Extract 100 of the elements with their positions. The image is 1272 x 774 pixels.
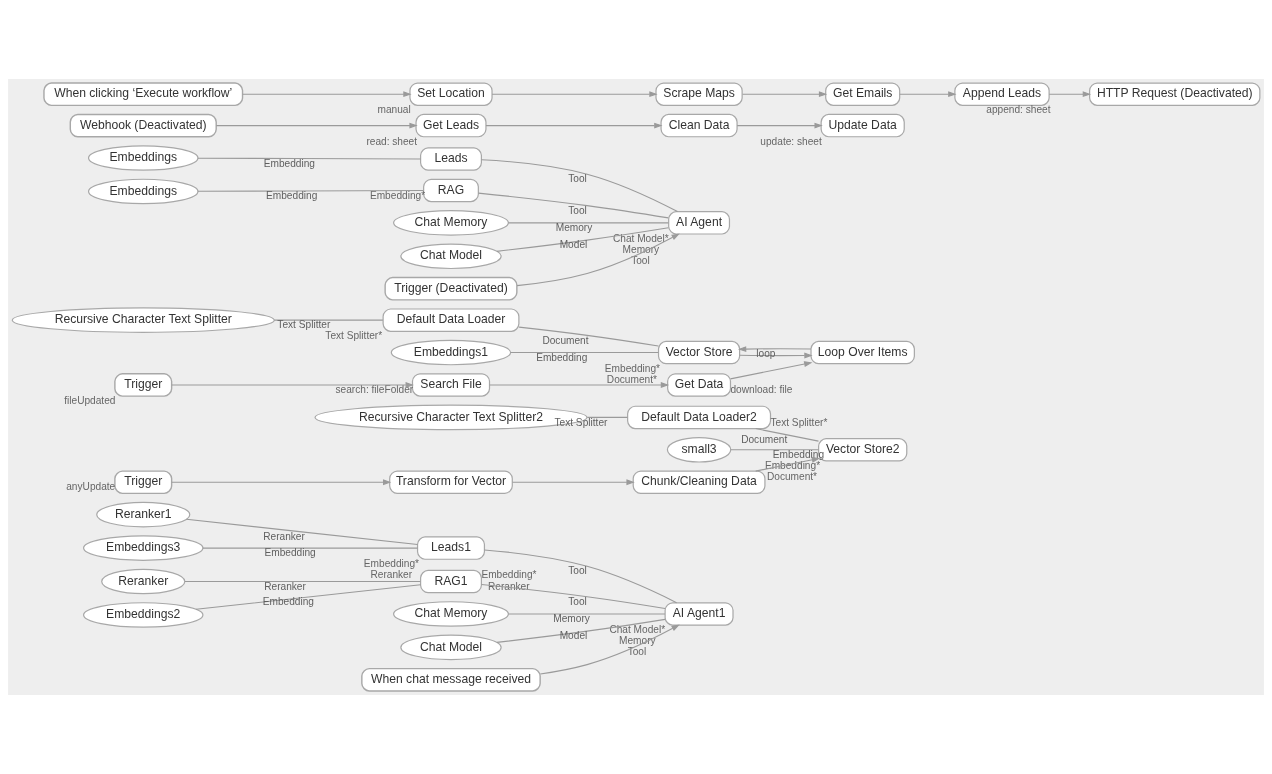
edge-label: Text Splitter [277, 319, 331, 331]
node-box: Set Location [409, 82, 493, 106]
node-box: Vector Store [657, 340, 741, 365]
connector [507, 222, 669, 224]
node-box: When chat message received [361, 667, 541, 692]
connector [586, 416, 629, 418]
node-ellipse: Chat Model [400, 634, 502, 661]
node-label: Text Splitter* [325, 330, 383, 342]
arrow [489, 382, 670, 388]
node-label: Reranker [487, 580, 530, 592]
connector [195, 584, 422, 610]
connector [755, 428, 820, 442]
node-box: Chunk/Cleaning Data [632, 470, 766, 494]
edge-label: Reranker [263, 531, 305, 543]
connector [510, 352, 659, 354]
connector [496, 227, 669, 252]
node-label: download: file [730, 384, 793, 396]
edge-label: Document [542, 334, 589, 346]
edge-label: Embedding [266, 190, 318, 201]
node-label: Text Splitter* [770, 416, 828, 428]
edge-label: Embedding [772, 448, 825, 460]
edge-label: Embedding [536, 351, 588, 363]
edge-label: Model [559, 630, 588, 642]
edge-label: Memory [553, 613, 590, 625]
node-box: Get Emails [825, 82, 901, 106]
arrow [171, 479, 392, 486]
connector [197, 157, 422, 160]
node-box: Leads1 [416, 536, 486, 560]
node-box: Webhook (Deactivated) [69, 113, 217, 138]
node-label: Embedding* [481, 569, 537, 581]
node-label: fileUpdated [64, 395, 116, 407]
connector [496, 618, 666, 643]
edge-label: Text Splitter [554, 416, 608, 428]
edge-label: Reranker [264, 580, 306, 592]
arrow [899, 91, 957, 98]
arrow [242, 91, 412, 98]
arrow [729, 361, 813, 380]
node-ellipse: Embeddings [87, 145, 199, 171]
arrow [171, 382, 414, 388]
node-label: Document* [766, 471, 818, 483]
arrow [516, 233, 680, 287]
node-label: anyUpdate [66, 481, 116, 493]
node-box: RAG1 [420, 569, 482, 594]
edge-label: Memory [555, 221, 593, 233]
node-box: Scrape Maps [655, 82, 743, 106]
edge-label: Embedding [263, 157, 316, 169]
arrow [215, 122, 418, 129]
node-box: Transform for Vector [389, 470, 513, 494]
node-box: AI Agent1 [664, 602, 734, 626]
node-box: Get Leads [415, 113, 487, 138]
node-ellipse: Embeddings2 [83, 602, 204, 628]
connector [518, 326, 659, 347]
node-ellipse: Embeddings1 [390, 339, 512, 366]
node-ellipse: Chat Memory [393, 601, 509, 627]
node-label: Chat Model* [609, 624, 666, 636]
node-ellipse: Recursive Character Text Splitter [11, 307, 275, 333]
connector [481, 583, 666, 609]
node-label: Reranker [370, 569, 413, 581]
edge-label: Embedding [262, 595, 314, 607]
node-label: manual [377, 104, 411, 116]
node-label: update: sheet [760, 135, 822, 147]
node-box: Leads [420, 147, 482, 171]
node-label: read: sheet [366, 135, 418, 147]
edge-label: Embedding [264, 547, 316, 559]
node-box: Clean Data [660, 113, 738, 138]
connector [184, 580, 421, 583]
edge-label: Tool [568, 204, 587, 216]
node-box: Trigger (Deactivated) [384, 276, 518, 301]
node-box: Update Data [820, 113, 905, 138]
node-label: Document* [606, 373, 657, 385]
connector [477, 192, 669, 219]
node-box: AI Agent [668, 211, 731, 235]
arrow [539, 624, 680, 675]
arrow [511, 479, 635, 486]
node-box: Default Data Loader [382, 308, 520, 332]
node-box: Trigger [114, 373, 173, 397]
node-label: Embedding* [363, 558, 420, 570]
connector [185, 518, 419, 546]
node-label: Tool [631, 255, 650, 267]
node-box: When clicking ‘Execute workflow’ [43, 82, 244, 107]
node-box: Trigger [114, 470, 173, 495]
arrow [1048, 91, 1092, 98]
connector [197, 190, 424, 192]
edge-label: Tool [568, 595, 587, 607]
node-ellipse: Chat Memory [393, 210, 509, 236]
node-box: Loop Over Items [810, 340, 915, 365]
connector [483, 549, 678, 604]
arrow [737, 346, 812, 352]
edge-label: Tool [568, 173, 587, 185]
node-label: append: sheet [986, 104, 1051, 116]
edge-label: Model [559, 239, 588, 251]
node-label: Tool [627, 646, 647, 658]
connector [507, 613, 666, 615]
node-box: Get Data [667, 373, 732, 397]
node-ellipse: Chat Model [400, 243, 502, 270]
node-ellipse: Reranker [101, 568, 186, 595]
node-ellipse: Embeddings [87, 178, 199, 205]
node-label: Embedding* [604, 362, 661, 374]
node-box: Default Data Loader2 [627, 405, 772, 430]
arrow [736, 122, 823, 129]
